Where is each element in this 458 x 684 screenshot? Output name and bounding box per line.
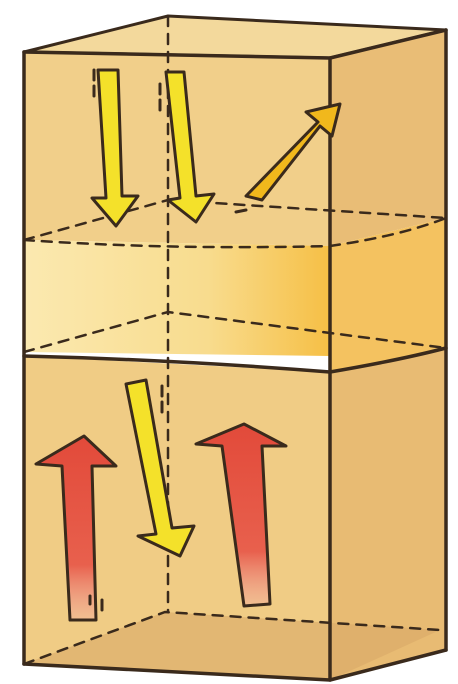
middle-band-front <box>24 240 330 356</box>
